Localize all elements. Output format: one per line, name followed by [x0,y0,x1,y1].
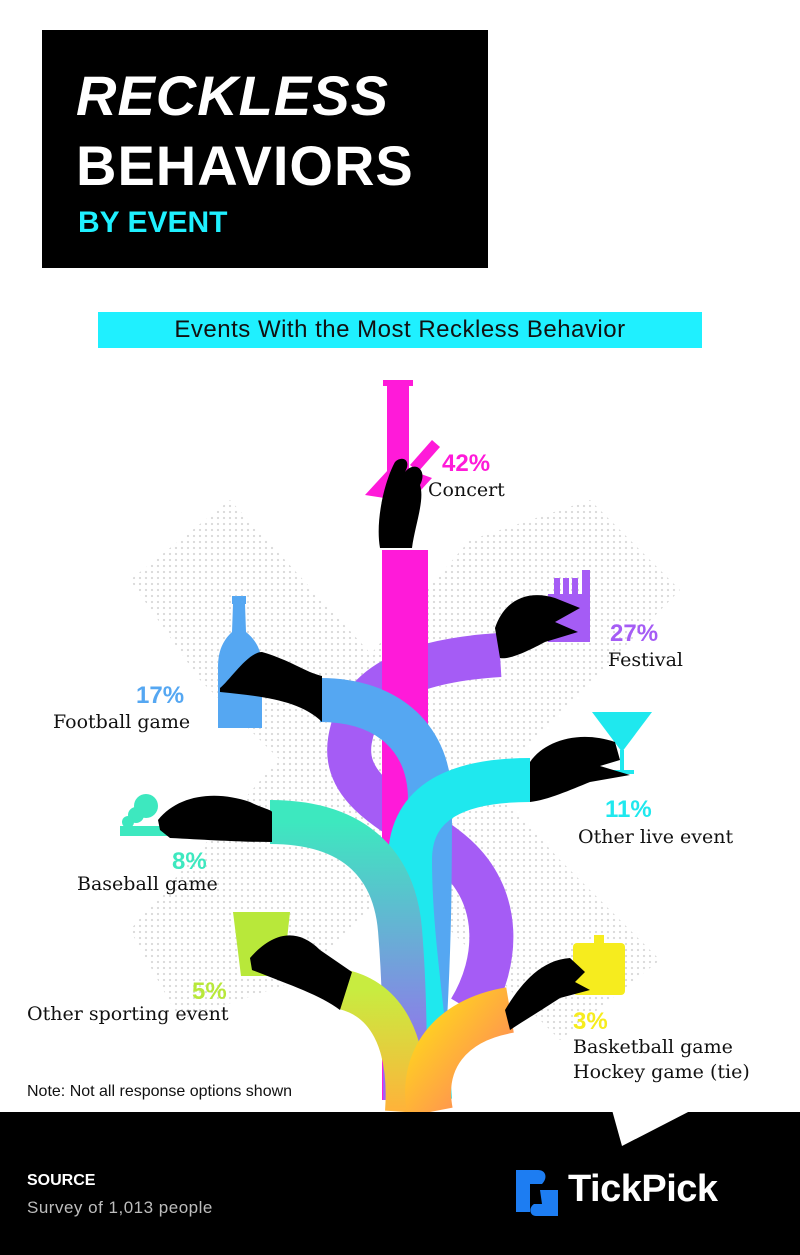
category-label-football: Football game [53,711,191,733]
footer: SOURCE Survey of 1,013 people TickPick [0,1110,800,1255]
category-label-other-live: Other live event [578,826,734,848]
category-label-concert: Concert [428,479,505,501]
arm-basketball [405,987,515,1112]
footnote: Note: Not all response options shown [27,1083,293,1100]
beer-bottle-icon [218,596,262,728]
hand-other-sporting [250,935,352,1010]
value-label-other-live: 11% [605,796,652,823]
category-label-basketball-hockey: Basketball game Hockey game (tie) [573,1036,750,1083]
joint-smoke-icon [120,794,176,836]
brand-name: TickPick [568,1168,718,1210]
hand-football [220,652,322,722]
category-label-festival: Festival [608,649,683,671]
category-label-other-sporting: Other sporting event [27,1003,229,1025]
title-line-2: BEHAVIORS [76,134,414,197]
value-label-basketball-hockey: 3% [573,1008,608,1035]
hand-concert [378,458,423,548]
category-label-baseball: Baseball game [77,873,218,895]
title-line-1: RECKLESS [76,64,389,127]
flask-icon [573,935,625,995]
chart-title: Events With the Most Reckless Behavior [98,312,702,348]
martini-glass-icon [592,712,652,774]
arm-other-sporting [339,970,426,1112]
value-label-other-sporting: 5% [192,978,227,1005]
value-label-baseball: 8% [172,848,207,875]
title-box: RECKLESS BEHAVIORS BY EVENT [42,30,488,268]
value-label-concert: 42% [442,450,491,477]
footer-speech-tail [612,1110,692,1146]
value-label-football: 17% [136,682,185,709]
hand-baseball [158,795,272,842]
tickpick-logo-icon [516,1170,558,1216]
chart-art [120,380,680,1112]
source-label: SOURCE [27,1172,96,1189]
hand-festival [495,595,580,659]
hand-basketball [505,958,590,1030]
title-line-3: BY EVENT [78,206,228,239]
value-label-festival: 27% [610,620,659,647]
hand-other-live [530,736,630,802]
source-text: Survey of 1,013 people [27,1198,213,1217]
